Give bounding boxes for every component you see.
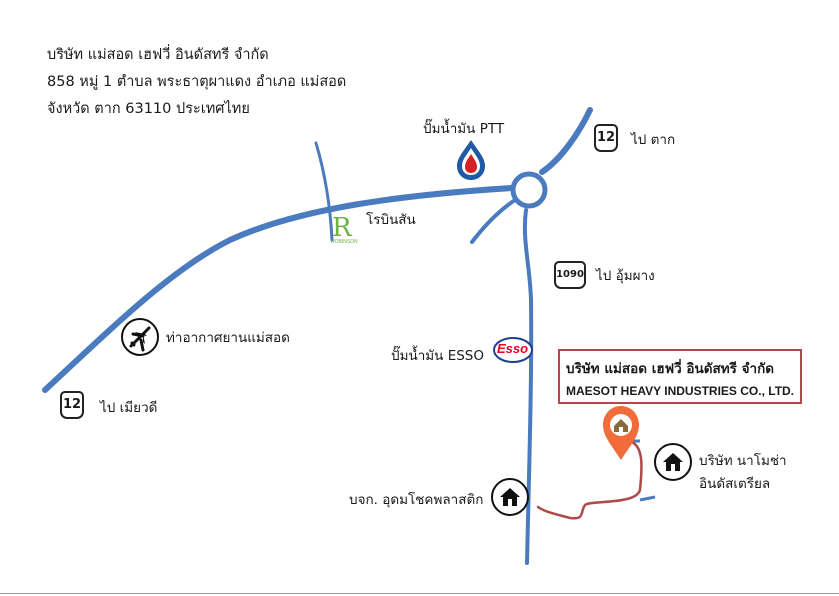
to-tak-label: ไป ตาก [631,132,676,148]
robinson-label: โรบินสัน [366,212,416,228]
address-line-3: จังหวัด ตาก 63110 ประเทศไทย [47,101,250,117]
company-name-en: MAESOT HEAVY INDUSTRIES CO., LTD. [566,384,795,398]
robinson-logo-icon: R [332,213,353,243]
esso-label: ปั๊มน้ำมัน ESSO [391,348,484,364]
company-name-th: บริษัท แม่สอด เฮฟวี่ อินดัสทรี จำกัด [566,361,775,377]
house-icon [491,478,529,516]
location-pin-icon [603,406,639,460]
airplane-icon [121,318,159,356]
company-address: บริษัท แม่สอด เฮฟวี่ อินดัสทรี จำกัด 858… [47,42,346,123]
airport-label: ท่าอากาศยานแม่สอด [166,330,290,346]
access-road [536,439,643,520]
udom-label: บจก. อุดมโชคพลาสติก [349,492,484,508]
address-line-2: 858 หมู่ 1 ตำบล พระธาตุผาแดง อำเภอ แม่สอ… [47,74,347,90]
ptt-logo-icon [457,140,485,180]
robinson-logo-text: ROBINSON [331,239,358,245]
company-name-box: บริษัท แม่สอด เฮฟวี่ อินดัสทรี จำกัด MAE… [558,349,802,404]
esso-logo-icon [493,337,533,363]
page-bottom-divider [0,593,839,594]
ptt-label: ปั๊มน้ำมัน PTT [423,121,505,137]
to-myawaddy-label: ไป เมียวดี [100,400,158,416]
route-shield-myawaddy: 12 [60,391,84,419]
svg-text:R: R [332,213,353,243]
route-shield-tak: 12 [594,124,618,152]
roundabout [510,171,548,209]
house-icon [654,443,692,481]
to-umphang-label: ไป อุ้มผาง [596,268,655,284]
address-line-1: บริษัท แม่สอด เฮฟวี่ อินดัสทรี จำกัด [47,47,269,63]
road-branch-sw [470,198,517,244]
side-road-robinson [314,141,334,242]
main-road-west [42,185,515,393]
road-to-tak [539,107,593,175]
esso-logo-text: Esso [497,341,529,356]
route-shield-umphang: 1090 [554,261,586,289]
namosha-label-line1: บริษัท นาโมช่า [699,453,787,469]
namosha-label-line2: อินดัสเตรียล [699,476,771,492]
side-road-stub-2 [639,495,656,502]
